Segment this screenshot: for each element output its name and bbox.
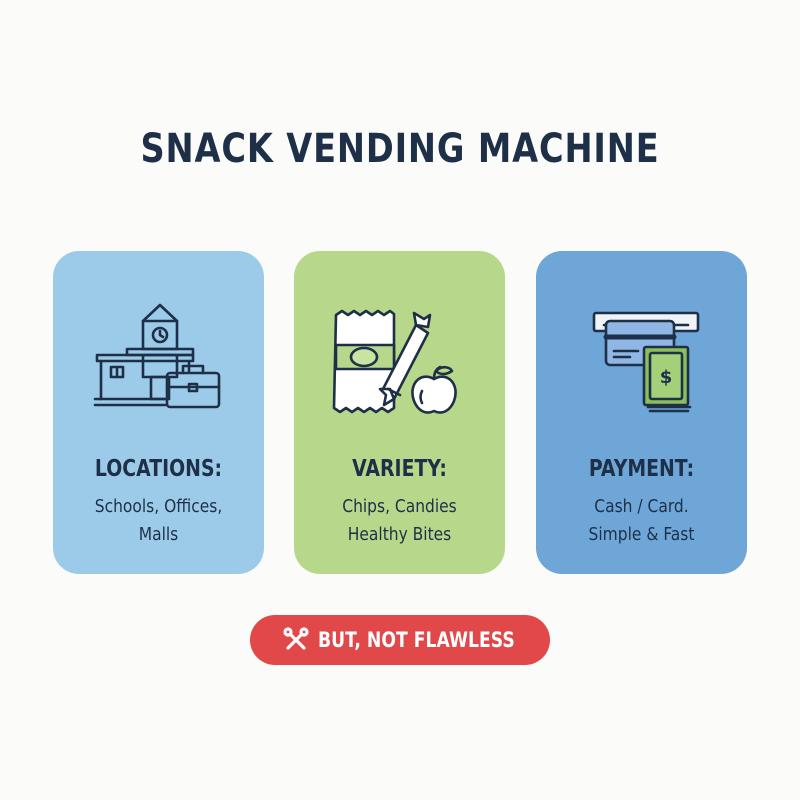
card-text-line: Simple & Fast (588, 524, 695, 545)
card-and-cash-icon: $ (592, 311, 700, 413)
wrench-cross-icon (283, 627, 309, 650)
chips-candy-apple-icon (332, 309, 457, 414)
card-heading: PAYMENT: (588, 456, 695, 482)
svg-text:$: $ (660, 367, 673, 388)
locations-card: LOCATIONS: Schools, Offices, Malls (53, 251, 264, 574)
school-and-briefcase-icon (93, 303, 221, 409)
payment-card: $ PAYMENT: Cash / Card. Simple & Fast (536, 251, 747, 574)
page-title: SNACK VENDING MACHINE (140, 126, 660, 172)
variety-card: VARIETY: Chips, Candies Healthy Bites (294, 251, 505, 574)
card-text-line: Cash / Card. (594, 496, 689, 517)
badge-label: BUT, NOT FLAWLESS (318, 628, 515, 652)
card-text-line: Malls (138, 524, 179, 545)
card-heading: VARIETY: (352, 456, 447, 482)
card-heading: LOCATIONS: (94, 456, 223, 482)
card-text-line: Schools, Offices, (94, 496, 223, 517)
not-flawless-badge[interactable]: BUT, NOT FLAWLESS (250, 615, 550, 665)
card-text-line: Chips, Candies (342, 496, 457, 517)
card-text-line: Healthy Bites (347, 524, 452, 545)
